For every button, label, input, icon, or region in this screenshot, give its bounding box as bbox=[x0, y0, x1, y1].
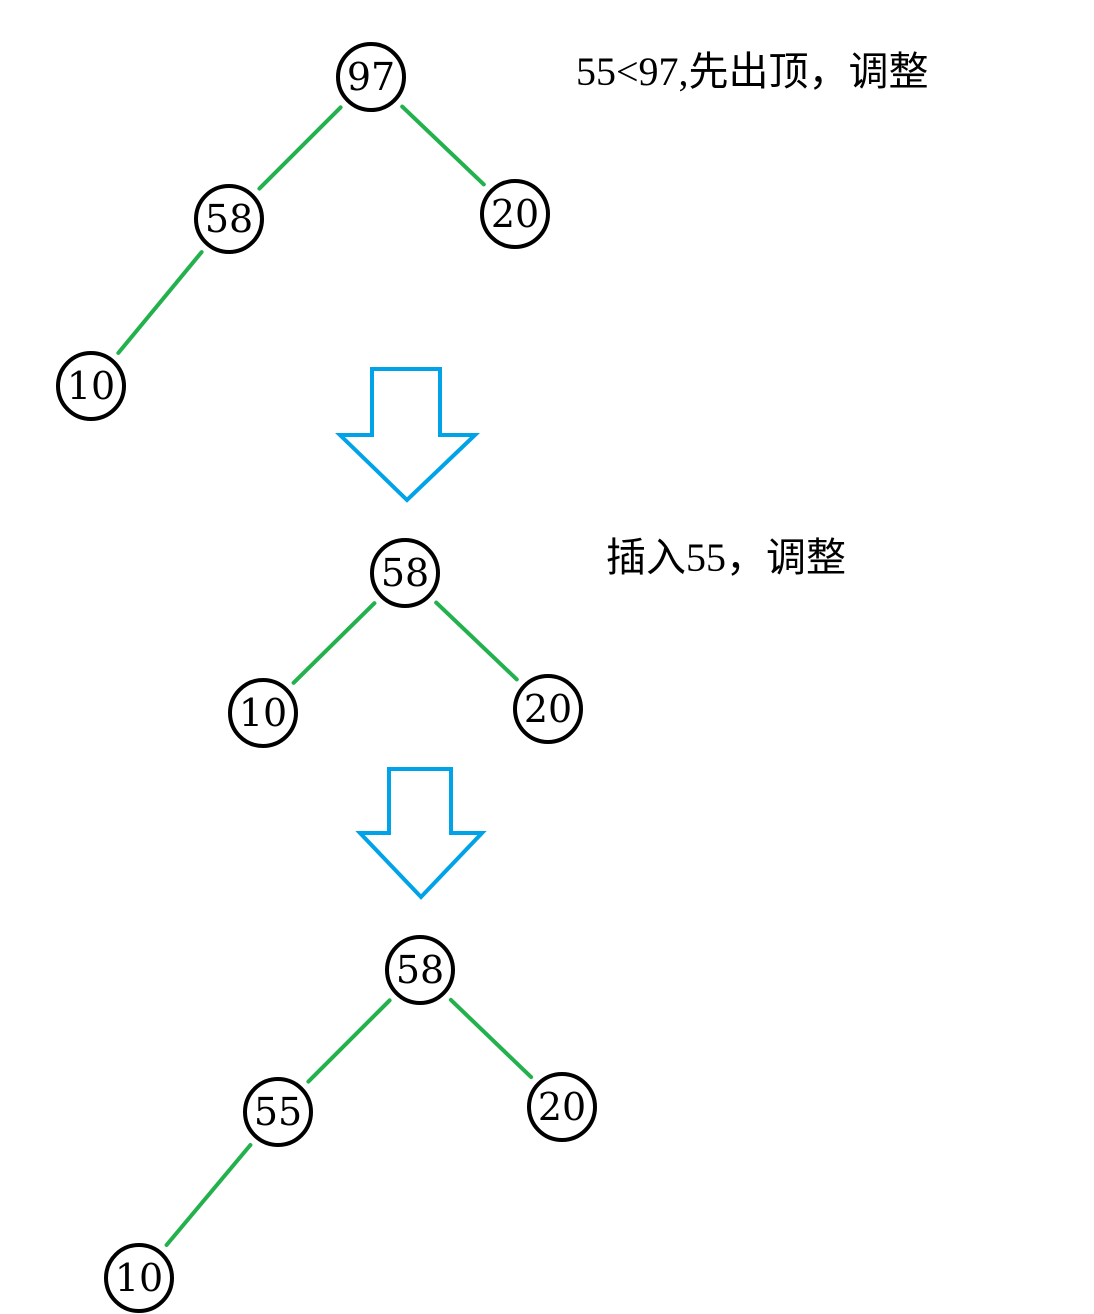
edge-c55-c10 bbox=[164, 1143, 253, 1247]
node-circle bbox=[336, 42, 406, 112]
node-circle bbox=[194, 184, 264, 254]
node-label: 55 bbox=[254, 1090, 302, 1134]
node-label: 10 bbox=[239, 691, 287, 735]
node-b58: 58 bbox=[370, 538, 440, 608]
edge-a97-a58 bbox=[257, 105, 343, 191]
down-arrow-2 bbox=[355, 767, 487, 900]
node-a10: 10 bbox=[56, 351, 126, 421]
node-circle bbox=[104, 1243, 174, 1313]
node-circle bbox=[228, 678, 298, 748]
node-label: 20 bbox=[524, 687, 572, 731]
edge-c58-c55 bbox=[306, 998, 392, 1084]
node-label: 10 bbox=[67, 364, 115, 408]
nodes-layer: 97 58 20 10 58 10 20 58 55 20 10 bbox=[56, 42, 597, 1313]
node-a58: 58 bbox=[194, 184, 264, 254]
node-c55: 55 bbox=[243, 1077, 313, 1147]
down-arrow-1 bbox=[335, 367, 480, 503]
node-label: 58 bbox=[381, 551, 429, 595]
edge-c58-c20 bbox=[448, 997, 534, 1080]
node-c10: 10 bbox=[104, 1243, 174, 1313]
node-a97: 97 bbox=[336, 42, 406, 112]
node-label: 58 bbox=[205, 197, 253, 241]
node-label: 58 bbox=[396, 948, 444, 992]
node-circle bbox=[243, 1077, 313, 1147]
node-label: 20 bbox=[538, 1085, 586, 1129]
node-label: 20 bbox=[491, 192, 539, 236]
edge-b58-b20 bbox=[434, 600, 519, 682]
node-circle bbox=[56, 351, 126, 421]
node-b10: 10 bbox=[228, 678, 298, 748]
node-circle bbox=[513, 674, 583, 744]
node-circle bbox=[527, 1072, 597, 1142]
edges-layer bbox=[116, 104, 534, 1247]
node-label: 10 bbox=[115, 1256, 163, 1300]
step-note-insert: 插入55，调整 bbox=[606, 535, 846, 580]
node-label: 97 bbox=[347, 55, 395, 99]
node-circle bbox=[385, 935, 455, 1005]
node-a20: 20 bbox=[480, 179, 550, 249]
edge-b58-b10 bbox=[291, 601, 377, 685]
edge-a97-a20 bbox=[400, 104, 486, 187]
node-circle bbox=[370, 538, 440, 608]
node-b20: 20 bbox=[513, 674, 583, 744]
node-c20: 20 bbox=[527, 1072, 597, 1142]
step-note-pop: 55<97,先出顶，调整 bbox=[576, 49, 929, 94]
node-circle bbox=[480, 179, 550, 249]
edge-a58-a10 bbox=[116, 250, 204, 355]
node-c58: 58 bbox=[385, 935, 455, 1005]
